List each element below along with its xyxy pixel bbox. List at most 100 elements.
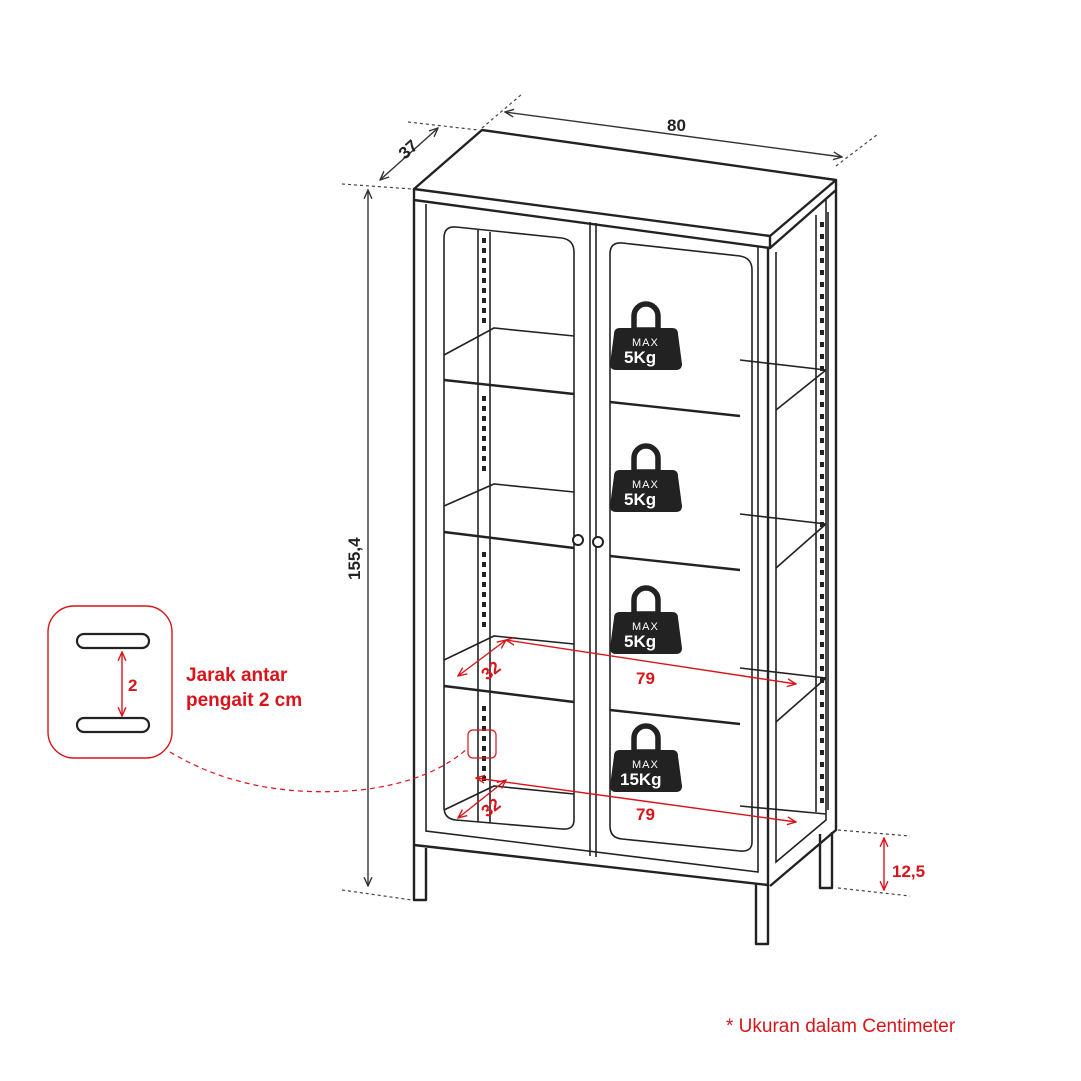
rail-slot [482, 318, 486, 323]
rail-slot [820, 762, 824, 767]
weight-value-label-2: 5Kg [624, 490, 656, 509]
weight-value-label-1: 5Kg [624, 348, 656, 367]
rail-slot [820, 306, 824, 311]
rail-slot [820, 630, 824, 635]
units-footnote: * Ukuran dalam Centimeter [726, 1016, 956, 1037]
width-label: 80 [667, 116, 686, 135]
rail-slot [820, 378, 824, 383]
rail-slot [820, 486, 824, 491]
rail-slot [820, 318, 824, 323]
rail-slot [820, 426, 824, 431]
rail-slot [482, 288, 486, 293]
rail-slot [482, 258, 486, 263]
rail-slot [820, 738, 824, 743]
rail-slot [482, 416, 486, 421]
rail-slot [820, 246, 824, 251]
rail-slot [482, 602, 486, 607]
weight-max-label-3: MAX [632, 621, 659, 633]
rail-slot [820, 414, 824, 419]
weight-icon: MAX 5Kg [610, 588, 682, 654]
weight-max-label-1: MAX [632, 337, 659, 349]
rail-slot [482, 572, 486, 577]
rail-slot [482, 426, 486, 431]
rail-slot [482, 622, 486, 627]
height-label: 155,4 [345, 537, 364, 580]
rail-slot [482, 308, 486, 313]
rail-slot [820, 690, 824, 695]
rail-slot [820, 726, 824, 731]
rail-slot [820, 258, 824, 263]
rail-slot [820, 666, 824, 671]
weight-max-label-4: MAX [632, 759, 659, 771]
leg-height-label: 12,5 [892, 862, 925, 881]
rail-slot [820, 510, 824, 515]
rail-slot [820, 594, 824, 599]
hook-slot-bottom [75, 716, 151, 734]
rail-slot [820, 450, 824, 455]
hook-detail-callout [47, 605, 497, 793]
depth-label: 37 [395, 136, 422, 163]
rail-slot [820, 534, 824, 539]
rail-slot [482, 716, 486, 721]
weight-icon: MAX 5Kg [610, 446, 682, 512]
hook-spacing-value: 2 [128, 676, 137, 695]
rail-slot [482, 278, 486, 283]
rail-slot [482, 726, 486, 731]
rail-slot [482, 446, 486, 451]
rail-slot [482, 436, 486, 441]
rail-slot [482, 396, 486, 401]
rail-slot [482, 248, 486, 253]
rail-slot [482, 562, 486, 567]
rail-slot [820, 546, 824, 551]
rail-slot [820, 678, 824, 683]
shelf-width-label-1: 79 [636, 669, 655, 688]
rail-slot [820, 462, 824, 467]
rail-slot [820, 714, 824, 719]
rail-slot [820, 774, 824, 779]
hook-slot-top [75, 632, 151, 650]
rail-slot-marks [482, 222, 824, 803]
rail-slot [820, 270, 824, 275]
rail-slot [820, 582, 824, 587]
rail-slot [820, 522, 824, 527]
rail-slot [820, 234, 824, 239]
rail-slot [820, 342, 824, 347]
rail-slot [820, 498, 824, 503]
rail-slot [820, 282, 824, 287]
rail-slot [820, 798, 824, 803]
rail-slot [482, 736, 486, 741]
rail-slot [820, 654, 824, 659]
rail-slot [482, 582, 486, 587]
rail-slot [820, 786, 824, 791]
rail-slot [820, 618, 824, 623]
rail-slot [820, 402, 824, 407]
rail-slot [820, 354, 824, 359]
rail-slot [482, 766, 486, 771]
rail-slot [820, 570, 824, 575]
shelf-dimension-arrows [458, 640, 796, 822]
rail-slot [820, 606, 824, 611]
rail-slot [820, 330, 824, 335]
weight-max-label-2: MAX [632, 479, 659, 491]
rail-slot [482, 456, 486, 461]
rail-slot [820, 366, 824, 371]
weight-value-label-4: 15Kg [620, 770, 662, 789]
rail-slot [820, 438, 824, 443]
rail-slot [820, 750, 824, 755]
weight-icon: MAX 15Kg [610, 726, 682, 792]
rail-slot [482, 552, 486, 557]
hook-label-line2: pengait 2 cm [186, 690, 302, 711]
weight-icon: MAX 5Kg [610, 304, 682, 370]
shelf-depth-label-1: 32 [478, 658, 505, 685]
rail-slot [482, 746, 486, 751]
rail-slot [820, 474, 824, 479]
weight-value-label-3: 5Kg [624, 632, 656, 651]
rail-slot [820, 294, 824, 299]
shelf-width-label-2: 79 [636, 805, 655, 824]
rail-slot [820, 390, 824, 395]
rail-slot [482, 298, 486, 303]
rail-slot [482, 268, 486, 273]
rail-slot [820, 642, 824, 647]
rail-slot [482, 706, 486, 711]
